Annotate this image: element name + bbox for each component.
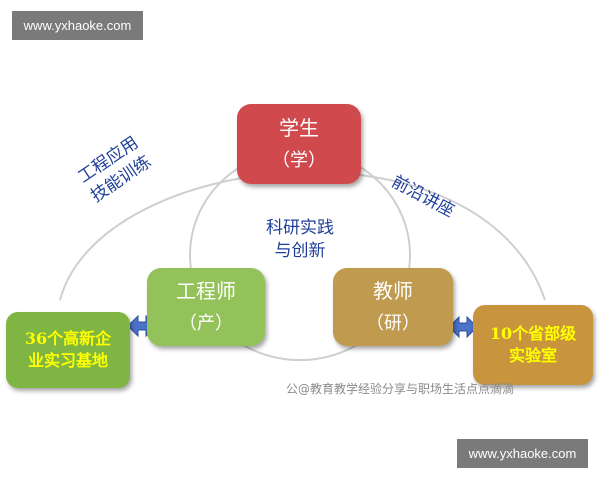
node-provincial-labs: 10个省部级实验室	[473, 305, 593, 385]
label-research-innovation: 科研实践 与创新	[245, 217, 355, 263]
node-student-sub: （学）	[272, 150, 326, 171]
node-teacher-sub: （研）	[366, 313, 420, 334]
label-research-line2: 与创新	[274, 241, 326, 261]
source-caption: 公@教育教学经验分享与职场生活点点滴滴	[286, 382, 515, 396]
node-internship-bases: 36个高新企业实习基地	[6, 312, 130, 388]
node-student: 学生 （学）	[237, 104, 361, 184]
watermark-top: www.yxhaoke.com	[12, 11, 143, 40]
node-internship-bases-text: 36个高新企业实习基地	[24, 329, 112, 370]
watermark-bottom: www.yxhaoke.com	[457, 439, 588, 468]
label-research-line1: 科研实践	[266, 218, 334, 238]
node-student-title: 学生	[279, 116, 319, 140]
node-teacher: 教师 （研）	[333, 268, 453, 346]
node-engineer-sub: （产）	[179, 313, 233, 334]
node-provincial-labs-text: 10个省部级实验室	[489, 324, 577, 365]
node-teacher-title: 教师	[373, 279, 413, 303]
node-engineer-title: 工程师	[176, 279, 236, 303]
node-engineer: 工程师 （产）	[147, 268, 265, 346]
